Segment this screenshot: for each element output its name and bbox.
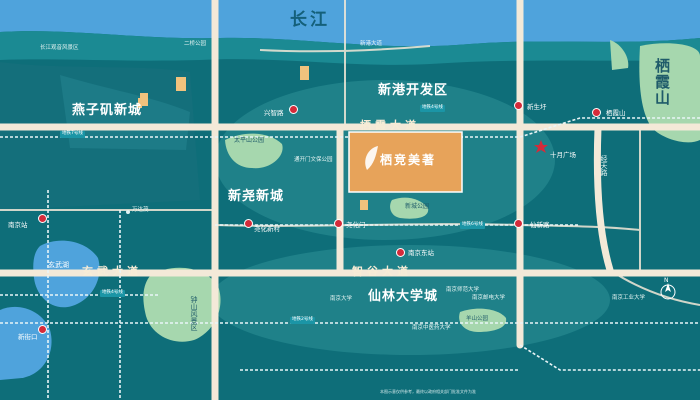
xingang-road-label: 新港大道 — [360, 41, 383, 47]
station-pin-yaohua[interactable] — [334, 219, 343, 228]
station-nanjing-east-label: 南京东站 — [408, 249, 434, 257]
station-pin-nanjing[interactable] — [38, 214, 47, 223]
metro-l4-tag: 地铁4号线 — [420, 105, 445, 112]
poi-wanda: 万达茂 — [132, 207, 149, 213]
xuanwu-road-label: 玄武大道 — [82, 265, 142, 278]
metro-l4b-tag: 地铁4号线 — [100, 290, 125, 297]
station-xinshengyu-label: 新生圩 — [527, 103, 547, 111]
poi-nanzhongyi: 南京中医药大学 — [412, 325, 451, 331]
station-xianxin-label: 仙新路 — [530, 221, 550, 229]
erqiao-park-label: 二桥公园 — [184, 41, 207, 47]
station-nanjing-label: 南京站 — [8, 221, 28, 229]
station-pin-xingzhi[interactable] — [289, 105, 298, 114]
station-pin-yaohua-new[interactable] — [244, 219, 253, 228]
compass-label: N — [664, 277, 669, 284]
station-pin-qixiashan[interactable] — [592, 108, 601, 117]
taiping-park-label: 太平山公园 — [234, 137, 265, 144]
station-pin-xinshengyu[interactable] — [514, 101, 523, 110]
xianlin-label: 仙林大学城 — [368, 289, 439, 304]
xincheng-park-label: 新城公园 — [405, 203, 430, 210]
yangtze-river — [0, 0, 700, 47]
metro-l7-tag: 地铁7号线 — [60, 131, 85, 138]
metro-l2-tag: 地铁2号线 — [290, 317, 315, 324]
station-yaohua-new-label: 尧化新村 — [254, 225, 280, 233]
compass-icon — [660, 283, 676, 300]
project-name[interactable]: 栖竞美著 — [380, 153, 437, 167]
station-pin-xianxin[interactable] — [514, 219, 523, 228]
xuanwu-lake-label: 玄武湖 — [48, 261, 69, 269]
metro-l6-tag: 地铁6号线 — [460, 222, 485, 229]
poi-nanyou: 南京邮电大学 — [472, 295, 506, 301]
star-icon — [534, 140, 548, 153]
xingang-label: 新港开发区 — [378, 83, 449, 98]
station-yaohua-label: 尧化门 — [346, 221, 366, 229]
jinggang-road-label: 经天路 — [600, 155, 608, 176]
zhongshan-label: 钟山风景区 — [190, 296, 198, 331]
zhigu-road-label: 智谷大道 — [352, 265, 412, 278]
poi-nanjing-tech: 南京工业大学 — [612, 295, 646, 301]
poi-tongkai: 通开门文保公园 — [294, 157, 333, 163]
station-pin-nanjing-east[interactable] — [396, 248, 405, 257]
shiba-label: 十月广场 — [550, 151, 576, 159]
project-leaf-icon — [365, 146, 378, 170]
xincheng-park — [390, 197, 429, 219]
poi-normal: 南京师范大学 — [446, 287, 480, 293]
poi-xianlin-univ: 南京大学 — [330, 296, 353, 302]
river-label: 长江 — [290, 10, 330, 30]
station-xinjiekou-label: 新街口 — [18, 333, 38, 341]
station-pin-xinjiekou[interactable] — [38, 325, 47, 334]
xinyao-label: 新尧新城 — [228, 189, 285, 204]
yangshan-park-label: 羊山公园 — [466, 316, 489, 322]
yanziji-label: 燕子矶新城 — [72, 103, 143, 118]
river-park-label: 长江观音风景区 — [40, 45, 79, 51]
station-xingzhi-label: 兴智路 — [264, 109, 284, 117]
station-qixiashan-label: 栖霞山 — [606, 109, 626, 117]
qixia-mountain-label: 栖霞山 — [653, 58, 671, 106]
yangshan-park — [459, 308, 507, 332]
disclaimer: 本图示意仅供参考，最终以政府相关部门批准文件为准 — [380, 389, 476, 394]
taiping-park — [225, 133, 283, 169]
qixia-road-label: 栖霞大道 — [360, 119, 420, 132]
